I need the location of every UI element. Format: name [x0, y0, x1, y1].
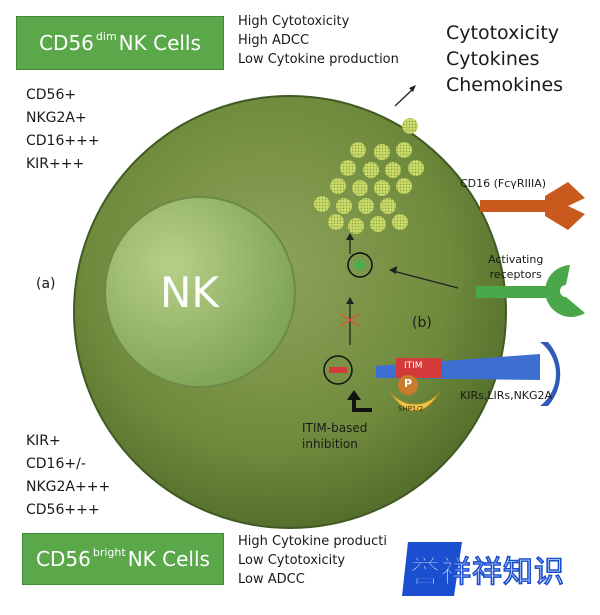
panel-label-b: (b)	[412, 315, 432, 331]
bright-markers: KIR+ CD16+/- NKG2A+++ CD56+++	[26, 430, 110, 522]
bright-marker: NKG2A+++	[26, 479, 111, 495]
granule-arrow	[346, 233, 354, 254]
cd56bright-title-pre: CD56	[36, 547, 91, 571]
watermark-logo: 誉祥祥知识	[402, 542, 565, 596]
cd56bright-title-post: NK Cells	[127, 547, 210, 571]
inhibitory-receptor	[376, 342, 561, 406]
output-item: Cytokines	[446, 48, 540, 70]
granule	[408, 160, 424, 176]
cell-outputs: Cytotoxicity Cytokines Chemokines	[446, 20, 563, 98]
dim-marker: KIR+++	[26, 156, 85, 172]
granule	[350, 142, 366, 158]
bright-prop: Low Cytotoxicity	[238, 553, 346, 568]
granule	[314, 196, 330, 212]
granule	[385, 162, 401, 178]
granule	[330, 178, 346, 194]
granule	[396, 142, 412, 158]
inhibition-minus-icon	[323, 355, 353, 385]
release-arrow	[394, 85, 416, 107]
itim-inhibition-line: ITIM-based	[302, 421, 368, 435]
cd56dim-title-sup: dim	[95, 29, 117, 43]
bright-marker: CD56+++	[26, 502, 100, 518]
bright-prop: Low ADCC	[238, 572, 305, 587]
granule	[328, 214, 344, 230]
inhibitory-label: KIRs,LIRs,NKG2A	[460, 389, 553, 402]
shp-shape	[389, 391, 441, 412]
activating-receptor	[476, 265, 585, 317]
activating-label: Activating receptors	[488, 252, 543, 282]
dim-markers: CD56+ NKG2A+ CD16+++ KIR+++	[26, 84, 100, 176]
activation-plus-icon	[347, 252, 373, 278]
granule	[374, 144, 390, 160]
granule	[348, 218, 364, 234]
itim-label: ITIM	[404, 361, 423, 371]
output-item: Chemokines	[446, 74, 564, 96]
output-item: Cytotoxicity	[446, 22, 560, 44]
cd56bright-title-sup: bright	[92, 545, 126, 559]
shp-label: SHP1/2	[398, 405, 424, 413]
nucleus-label: NK	[160, 268, 219, 317]
cd56dim-title-pre: CD56	[39, 31, 94, 55]
activating-label-line: receptors	[489, 268, 542, 281]
nucleus	[104, 196, 296, 388]
granule	[363, 162, 379, 178]
granule	[370, 216, 386, 232]
granule	[340, 160, 356, 176]
granule	[380, 198, 396, 214]
watermark-text: 誉祥祥知识	[410, 555, 565, 590]
granule	[336, 198, 352, 214]
bright-prop: High Cytokine producti	[238, 534, 387, 549]
cd16-receptor	[480, 182, 585, 230]
dim-prop: High ADCC	[238, 33, 310, 48]
granule	[402, 118, 418, 134]
bright-marker: KIR+	[26, 433, 61, 449]
granule	[374, 180, 390, 196]
bright-properties: High Cytokine producti Low Cytotoxicity …	[238, 532, 387, 589]
panel-label-a: (a)	[36, 276, 56, 292]
granule	[392, 214, 408, 230]
blocked-arrow	[339, 297, 361, 345]
activation-arrow	[389, 266, 459, 289]
dim-marker: NKG2A+	[26, 110, 87, 126]
dim-marker: CD56+	[26, 87, 77, 103]
dim-prop: Low Cytokine production	[238, 52, 399, 67]
granule	[396, 178, 412, 194]
itim-inhibition-label: ITIM-based inhibition	[302, 420, 367, 452]
cd16-label: CD16 (FcγRIIIA)	[460, 177, 547, 190]
dim-properties: High Cytotoxicity High ADCC Low Cytokine…	[238, 12, 399, 69]
activating-label-line: Activating	[488, 253, 544, 266]
phosphate-circle	[398, 375, 418, 395]
dim-prop: High Cytotoxicity	[238, 14, 350, 29]
dim-marker: CD16+++	[26, 133, 100, 149]
cd56dim-title-post: NK Cells	[118, 31, 201, 55]
cytotoxic-granules	[314, 118, 424, 234]
inhibition-arrow	[347, 390, 372, 412]
bright-marker: CD16+/-	[26, 456, 86, 472]
phosphate-label: P	[404, 377, 413, 390]
granule	[352, 180, 368, 196]
itim-inhibition-line: inhibition	[302, 437, 358, 451]
granule	[358, 198, 374, 214]
